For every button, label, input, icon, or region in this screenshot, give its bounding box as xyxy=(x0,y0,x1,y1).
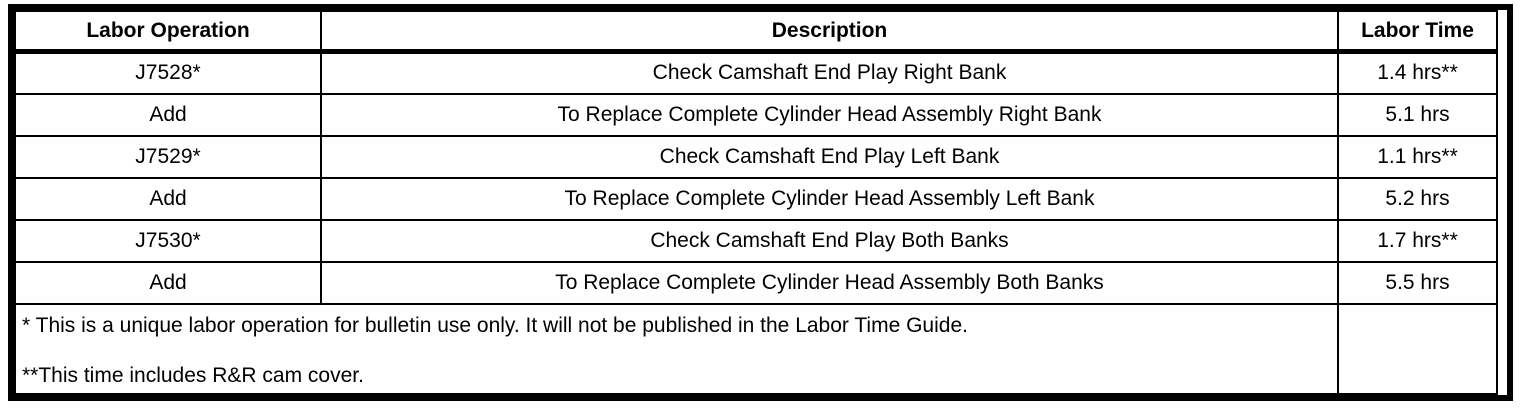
labor-time-cell: 1.1 hrs** xyxy=(1337,134,1498,179)
description-cell: To Replace Complete Cylinder Head Assemb… xyxy=(320,260,1339,305)
footnote-cam-cover-time: **This time includes R&R cam cover. xyxy=(22,363,364,387)
labor-operations-table: Labor Operation Description Labor Time J… xyxy=(14,10,1498,395)
description-cell: To Replace Complete Cylinder Head Assemb… xyxy=(320,176,1339,221)
table-header-row: Labor Operation Description Labor Time xyxy=(14,10,1498,54)
footnote-unique-labor-operation: * This is a unique labor operation for b… xyxy=(22,313,968,337)
col-header-labor-operation: Labor Operation xyxy=(14,10,322,54)
labor-operation-cell: J7530* xyxy=(14,218,322,263)
description-cell: Check Camshaft End Play Both Banks xyxy=(320,218,1339,263)
labor-time-cell: 5.2 hrs xyxy=(1337,176,1498,221)
table-row: J7528* Check Camshaft End Play Right Ban… xyxy=(14,50,1498,95)
description-cell: Check Camshaft End Play Left Bank xyxy=(320,134,1339,179)
table-row: Add To Replace Complete Cylinder Head As… xyxy=(14,92,1498,137)
description-cell: To Replace Complete Cylinder Head Assemb… xyxy=(320,92,1339,137)
table-row: Add To Replace Complete Cylinder Head As… xyxy=(14,176,1498,221)
description-cell: Check Camshaft End Play Right Bank xyxy=(320,50,1339,95)
footnotes-cell: * This is a unique labor operation for b… xyxy=(14,302,1339,395)
col-header-description: Description xyxy=(320,10,1339,54)
labor-operation-cell: Add xyxy=(14,92,322,137)
table-row: J7530* Check Camshaft End Play Both Bank… xyxy=(14,218,1498,263)
labor-time-cell: 1.4 hrs** xyxy=(1337,50,1498,95)
labor-operation-cell: J7529* xyxy=(14,134,322,179)
labor-time-cell: 1.7 hrs** xyxy=(1337,218,1498,263)
col-header-labor-time: Labor Time xyxy=(1337,10,1498,54)
footnotes-row: * This is a unique labor operation for b… xyxy=(14,302,1498,395)
table-row: Add To Replace Complete Cylinder Head As… xyxy=(14,260,1498,305)
table-row: J7529* Check Camshaft End Play Left Bank… xyxy=(14,134,1498,179)
labor-time-cell: 5.1 hrs xyxy=(1337,92,1498,137)
table-outer-frame: Labor Operation Description Labor Time J… xyxy=(8,4,1513,401)
labor-time-cell: 5.5 hrs xyxy=(1337,260,1498,305)
footnotes-empty-labor-time-cell xyxy=(1337,302,1498,395)
labor-operation-cell: Add xyxy=(14,176,322,221)
labor-operation-cell: J7528* xyxy=(14,50,322,95)
labor-operation-cell: Add xyxy=(14,260,322,305)
